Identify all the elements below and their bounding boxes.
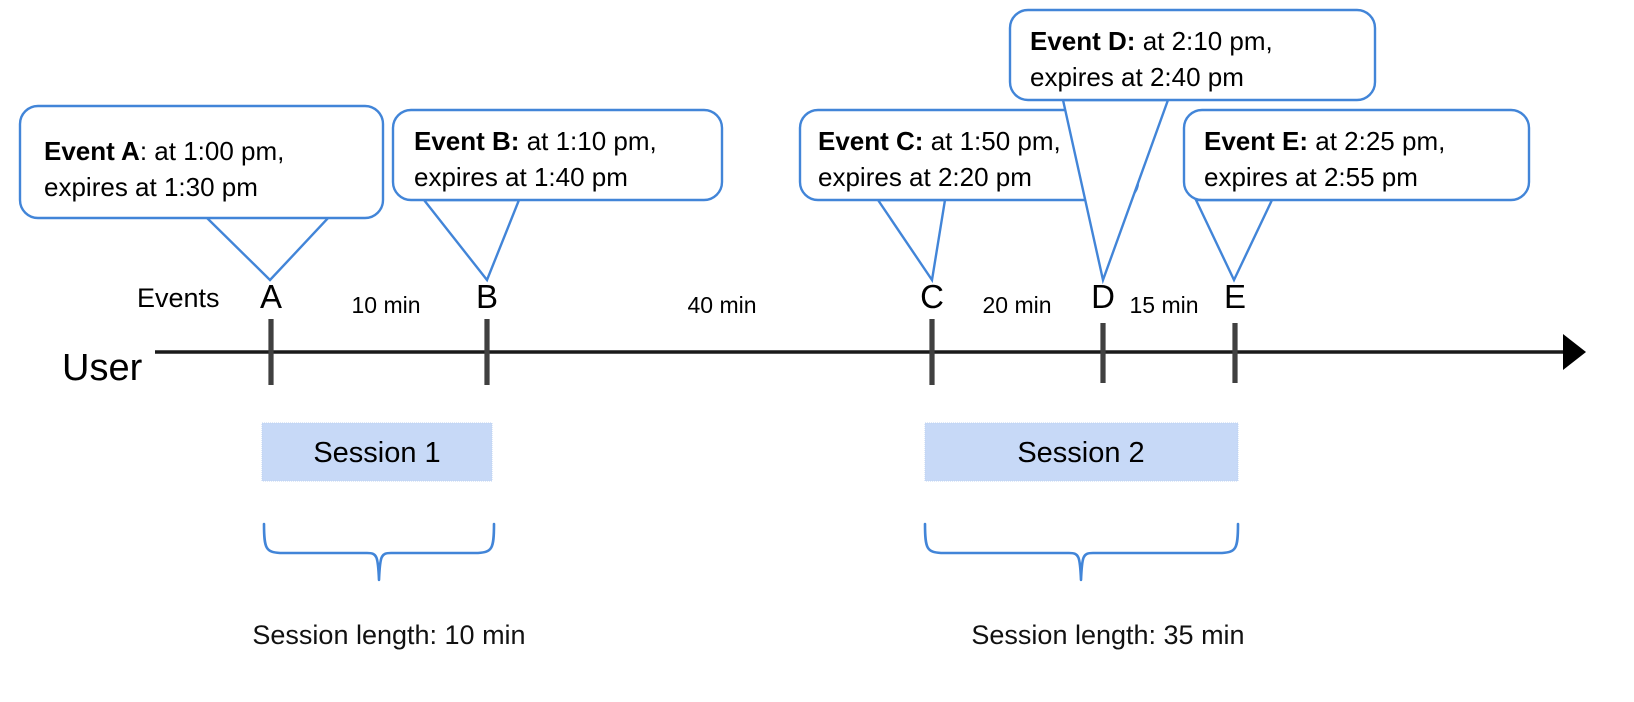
callout-line1-d: at 2:10 pm, (1135, 26, 1272, 56)
session-1-brace (262, 522, 496, 582)
callout-box-b (391, 108, 724, 202)
callout-text-a-line1: Event A: at 1:00 pm, (44, 136, 284, 166)
callout-text-a-line2: expires at 1:30 pm (44, 172, 258, 202)
callout-event-e: Event E: at 2:25 pm, expires at 2:55 pm (1182, 108, 1531, 283)
callout-line1-b: at 1:10 pm, (519, 126, 656, 156)
callout-event-c: Event C: at 1:50 pm, expires at 2:20 pm (798, 108, 1140, 284)
axis-event-letter-e: E (1224, 278, 1246, 315)
callout-tail-c (875, 198, 947, 284)
callout-sep-a: : (140, 136, 147, 166)
callout-box-a (18, 104, 385, 220)
axis-event-letter-c: C (920, 278, 944, 315)
callout-text-e-line2: expires at 2:55 pm (1204, 162, 1418, 192)
callout-tail-b (421, 198, 521, 283)
callout-tail-e (1194, 198, 1274, 283)
callout-box-e (1182, 108, 1531, 202)
callout-text-c-line2: expires at 2:20 pm (818, 162, 1032, 192)
callout-line1-e: at 2:25 pm, (1308, 126, 1445, 156)
gap-label-d-e: 15 min (1129, 292, 1198, 318)
user-row-label: User (62, 347, 143, 389)
session-1-length: Session length: 10 min (252, 620, 525, 650)
gap-label-a-b: 10 min (351, 292, 420, 318)
callout-event-a: Event A: at 1:00 pm, expires at 1:30 pm (18, 104, 385, 282)
callout-text-b-line2: expires at 1:40 pm (414, 162, 628, 192)
callout-lead-d: Event D: (1030, 26, 1135, 56)
callout-lead-b: Event B: (414, 126, 519, 156)
session-1-box (261, 422, 493, 482)
callout-box-d (1008, 8, 1377, 102)
callout-text-d-line2: expires at 2:40 pm (1030, 62, 1244, 92)
session-1-label: Session 1 (313, 437, 440, 469)
callout-tail-a (202, 214, 333, 282)
gap-label-c-d: 20 min (982, 292, 1051, 318)
callout-text-b-line1: Event B: at 1:10 pm, (414, 126, 657, 156)
events-row-label: Events (137, 283, 220, 313)
session-2-box (924, 422, 1239, 482)
callout-event-d: Event D: at 2:10 pm, expires at 2:40 pm (1008, 8, 1377, 285)
callout-text-c-line1: Event C: at 1:50 pm, (818, 126, 1061, 156)
session-1-group: Session 1 Session length: 10 min (252, 422, 526, 650)
arrow-right-icon (1563, 334, 1586, 370)
axis-event-letter-b: B (476, 278, 498, 315)
session-2-length: Session length: 35 min (971, 620, 1244, 650)
callout-lead-a: Event A (44, 136, 140, 166)
session-2-brace (923, 522, 1240, 582)
callout-line1-c: at 1:50 pm, (923, 126, 1060, 156)
callout-line1-a: at 1:00 pm, (147, 136, 284, 166)
callout-text-e-line1: Event E: at 2:25 pm, (1204, 126, 1445, 156)
session-2-group: Session 2 Session length: 35 min (923, 422, 1245, 650)
callout-text-d-line1: Event D: at 2:10 pm, (1030, 26, 1273, 56)
axis-event-letter-a: A (260, 278, 282, 315)
callout-event-b: Event B: at 1:10 pm, expires at 1:40 pm (391, 108, 724, 283)
gap-label-b-c: 40 min (687, 292, 756, 318)
axis-event-letter-d: D (1091, 278, 1115, 315)
callout-lead-c: Event C: (818, 126, 923, 156)
session-2-label: Session 2 (1017, 437, 1144, 469)
callout-lead-e: Event E: (1204, 126, 1308, 156)
